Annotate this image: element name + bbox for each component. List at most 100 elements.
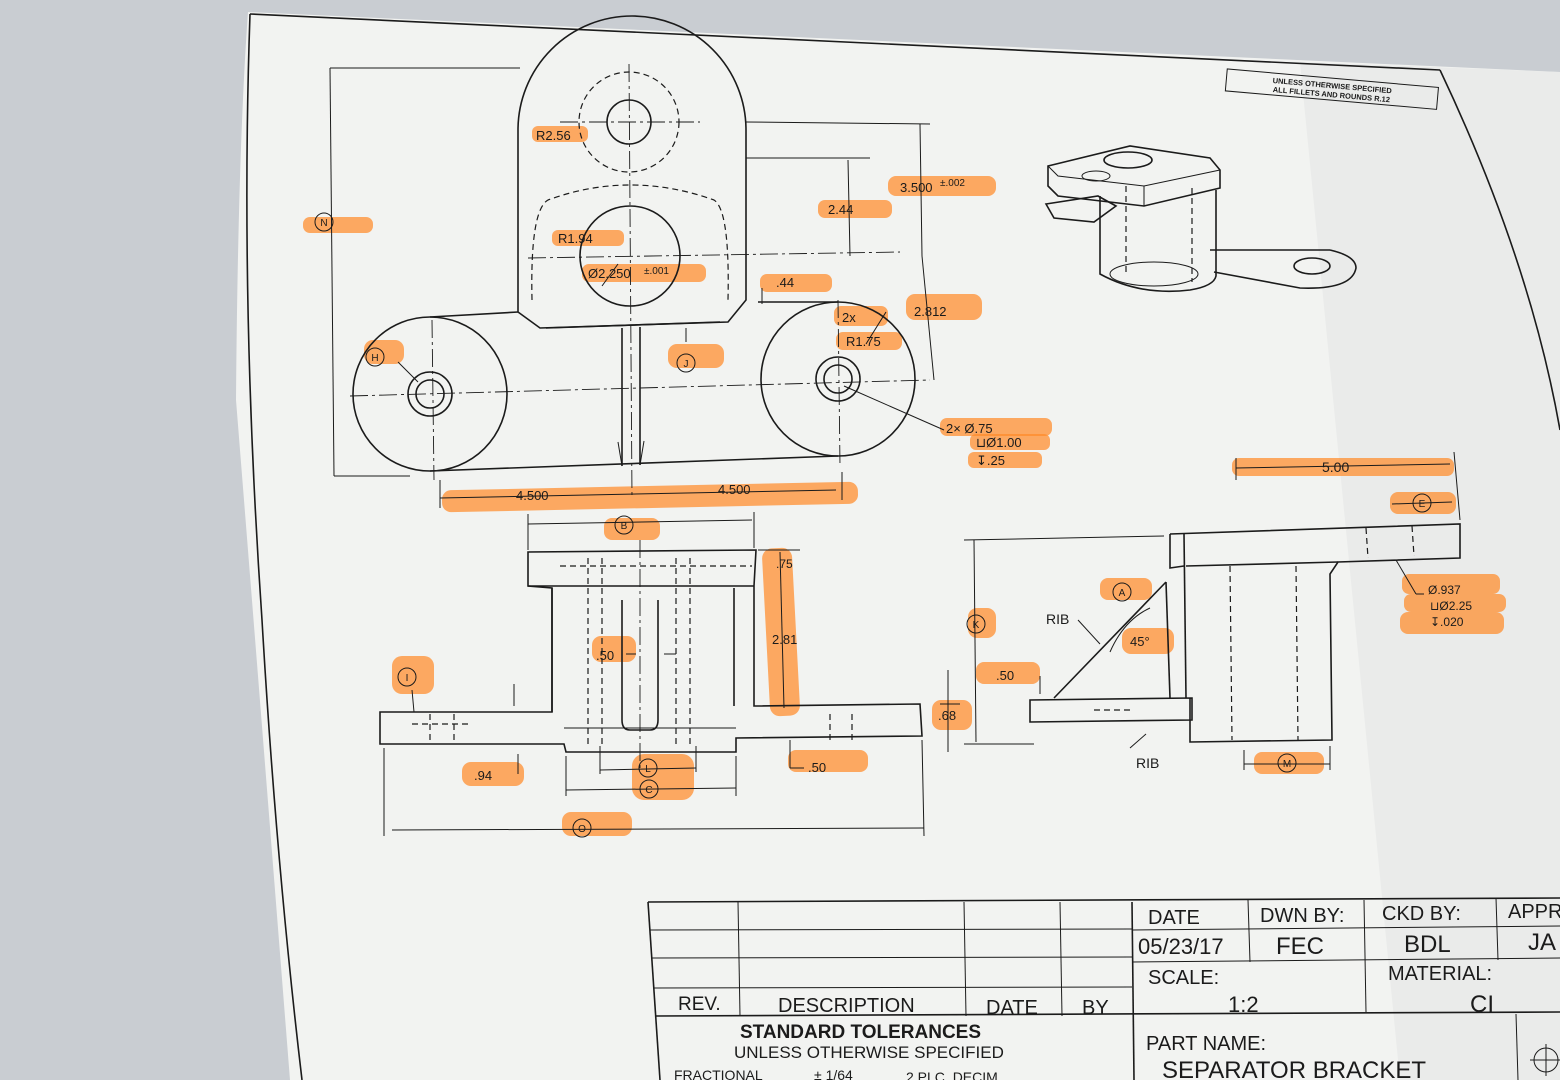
- dim-hole-cbore: ⊔Ø1.00: [976, 435, 1022, 450]
- dim-cb-cbore: ⊔Ø2.25: [1430, 599, 1472, 613]
- hl-cb2: [1404, 594, 1506, 612]
- dim-500: 5.00: [1322, 459, 1349, 475]
- hl-50b: [788, 750, 868, 772]
- tb-fractional-label: FRACTIONAL: [674, 1067, 763, 1080]
- tb-ckd-label: CKD BY:: [1382, 903, 1461, 925]
- hl-a: [1100, 578, 1152, 600]
- dim-4500-left: 4.500: [516, 488, 549, 503]
- hl-244: [818, 200, 892, 218]
- dim-2x: 2x: [842, 310, 856, 325]
- callout-n: N: [320, 218, 327, 229]
- hl-j: [668, 344, 724, 368]
- callouts: N H J B A K E I L C O M: [314, 212, 1432, 838]
- tb-std-tol-title: STANDARD TOLERANCES: [740, 1022, 981, 1043]
- tb-by-label: BY: [1082, 997, 1109, 1019]
- hl-44: [760, 274, 832, 292]
- hl-45: [1122, 628, 1174, 654]
- tb-material-value: CI: [1470, 991, 1494, 1018]
- dim-cb-depth: ↧.020: [1430, 615, 1464, 629]
- dim-68: .68: [938, 708, 956, 723]
- tb-appr-label: APPR: [1508, 901, 1560, 923]
- dim-50a: .50: [596, 648, 614, 663]
- hl-hole2: [970, 434, 1050, 450]
- dim-3500: 3.500: [900, 180, 933, 195]
- hl-281: [762, 547, 800, 717]
- hl-hole1: [940, 418, 1052, 436]
- hl-hole3: [968, 452, 1042, 468]
- tb-place-dec: 2 PLC. DECIM: [906, 1069, 998, 1080]
- callout-e: E: [1419, 499, 1426, 510]
- hl-r194: [552, 230, 624, 246]
- tb-part-name-label: PART NAME:: [1146, 1033, 1266, 1055]
- hl-3500: [888, 176, 996, 196]
- tb-material-label: MATERIAL:: [1388, 963, 1492, 985]
- hl-cb1: [1402, 574, 1500, 594]
- hl-o: [562, 812, 632, 836]
- hl-4500: [442, 481, 858, 513]
- dim-r194: R1.94: [558, 231, 593, 246]
- paper-shadow: [1300, 62, 1560, 1080]
- callout-c: C: [645, 785, 652, 796]
- hl-68: [932, 700, 972, 730]
- hl-94: [462, 762, 524, 786]
- label-rib-top: RIB: [1046, 611, 1069, 627]
- tb-scale-label: SCALE:: [1148, 967, 1219, 989]
- dim-244: 2.44: [828, 202, 853, 217]
- dim-50c: .50: [996, 668, 1014, 683]
- dim-50b: .50: [808, 760, 826, 775]
- dim-cb-dia: Ø.937: [1428, 583, 1461, 597]
- tb-dwn-label: DWN BY:: [1260, 905, 1344, 927]
- hl-500: [1232, 458, 1454, 476]
- hl-50c: [976, 662, 1040, 684]
- hl-cb3: [1400, 612, 1504, 634]
- tb-dwn-value: FEC: [1276, 933, 1324, 960]
- side-view: 5.00 Ø.937 ⊔Ø2.25 ↧.020 45° .50 RIB RIB: [963, 451, 1472, 771]
- callout-h: H: [371, 353, 378, 364]
- dim-dia2250-tol: ±.001: [644, 266, 669, 277]
- dim-hole-dia: 2× Ø.75: [946, 421, 993, 436]
- dim-75: .75: [776, 557, 793, 571]
- sheet-border-top: [249, 13, 1441, 71]
- tb-date-value: 05/23/17: [1138, 934, 1224, 959]
- dim-281: 2.81: [772, 632, 797, 647]
- hl-h: [364, 340, 404, 364]
- callout-a: A: [1119, 588, 1126, 599]
- hl-r256: [532, 126, 588, 142]
- tb-scale-value: 1:2: [1228, 992, 1259, 1017]
- title-block: REV. DESCRIPTION DATE BY DATE 05/23/17 D…: [647, 897, 1560, 1080]
- tb-fractional-value: ± 1/64: [814, 1067, 853, 1080]
- dim-dia2250: Ø2.250: [588, 266, 631, 281]
- label-rib-bottom: RIB: [1136, 755, 1159, 771]
- front-view: .75 2.81 .50 .68 .94 .50: [379, 512, 960, 837]
- highlighter-marks: [303, 126, 1506, 836]
- tb-description-label: DESCRIPTION: [778, 995, 915, 1017]
- callout-k: K: [973, 620, 980, 631]
- callout-l: L: [645, 764, 651, 775]
- hl-m: [1254, 752, 1324, 774]
- dim-2812: 2.812: [914, 304, 947, 319]
- tb-std-tol-sub: UNLESS OTHERWISE SPECIFIED: [734, 1043, 1004, 1062]
- tb-date-col-label: DATE: [986, 997, 1038, 1019]
- sheet-border-left: [246, 13, 303, 1080]
- dim-4500-right: 4.500: [718, 482, 751, 497]
- dim-44: .44: [776, 275, 794, 290]
- isometric-view: [1044, 145, 1357, 293]
- callout-i: I: [406, 673, 409, 684]
- hl-r175: [836, 332, 902, 350]
- hl-2812: [906, 294, 982, 320]
- tb-ckd-value: BDL: [1404, 931, 1451, 958]
- hl-n: [303, 217, 373, 233]
- tb-part-name-value: SEPARATOR BRACKET: [1162, 1057, 1426, 1080]
- dim-hole-depth: ↧.25: [976, 453, 1005, 468]
- callout-j: J: [684, 359, 689, 370]
- tb-appr-value: JA: [1528, 929, 1556, 956]
- dim-3500-tol: ±.002: [940, 178, 965, 189]
- tb-date-label: DATE: [1148, 907, 1200, 929]
- dim-45: 45°: [1130, 634, 1150, 649]
- hl-50a: [592, 636, 636, 662]
- dim-r175: R1.75: [846, 334, 881, 349]
- dim-94: .94: [474, 768, 492, 783]
- callout-b: B: [621, 521, 628, 532]
